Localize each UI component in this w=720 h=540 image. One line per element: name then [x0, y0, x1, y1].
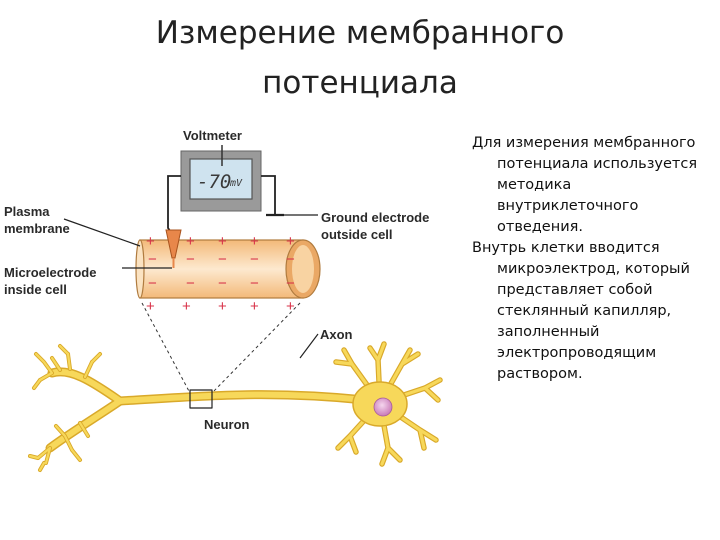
plasma-membrane-label-line-2: membrane	[4, 221, 70, 236]
minus-sign: −	[148, 275, 157, 292]
charges-outside-top: + + + + +	[146, 233, 295, 250]
axon-label: Axon	[320, 327, 353, 342]
charges-inside-bottom: − − − − −	[148, 275, 295, 292]
electrode-wire	[167, 175, 181, 233]
charges-outside-bottom: + + + + +	[146, 298, 295, 315]
paragraph-method: Для измерения мембранного потенциала исп…	[472, 135, 698, 235]
body-text: Для измерения мембранного потенциала исп…	[472, 133, 717, 385]
microelectrode	[165, 229, 182, 259]
zoom-line-right	[211, 302, 301, 394]
plus-sign: +	[218, 233, 227, 250]
voltmeter-readout: -70	[197, 171, 231, 193]
plasma-membrane-leader	[63, 218, 141, 247]
membrane-potential-diagram: -70 mV Voltmeter + + + + + − − − − − − −…	[4, 128, 443, 472]
neuron	[28, 341, 443, 472]
slide-title: Измерение мембранного потенциала	[0, 8, 720, 108]
minus-sign: −	[186, 251, 195, 268]
zoom-line-left	[141, 302, 191, 394]
plus-sign: +	[182, 298, 191, 315]
minus-sign: −	[218, 275, 227, 292]
slide-title-line-1: Измерение мембранного	[155, 15, 565, 51]
minus-sign: −	[250, 275, 259, 292]
minus-sign: −	[286, 275, 295, 292]
charges-inside-top: − − − − −	[148, 251, 295, 268]
neuron-nucleus	[373, 397, 393, 417]
minus-sign: −	[186, 275, 195, 292]
voltmeter-label: Voltmeter	[183, 128, 242, 143]
plus-sign: +	[218, 298, 227, 315]
axon-segment	[135, 239, 321, 299]
voltmeter-unit: mV	[229, 178, 243, 189]
plus-sign: +	[146, 298, 155, 315]
minus-sign: −	[250, 251, 259, 268]
minus-sign: −	[286, 251, 295, 268]
plus-sign: +	[250, 233, 259, 250]
minus-sign: −	[218, 251, 227, 268]
plus-sign: +	[186, 233, 195, 250]
plus-sign: +	[250, 298, 259, 315]
plus-sign: +	[286, 233, 295, 250]
axon-leader	[299, 333, 319, 359]
minus-sign: −	[148, 251, 157, 268]
voltmeter: -70 mV Voltmeter	[180, 128, 262, 212]
paragraph-microelectrode: Внутрь клетки вводится микроэлектрод, ко…	[472, 240, 690, 382]
microelectrode-label-line-1: Microelectrode	[4, 265, 96, 280]
plus-sign: +	[286, 298, 295, 315]
microelectrode-label-line-2: inside cell	[4, 282, 67, 297]
ground-wire	[261, 175, 276, 214]
plus-sign: +	[146, 233, 155, 250]
zoom-box	[189, 389, 213, 409]
ground-electrode-label-line-2: outside cell	[321, 227, 393, 242]
plasma-membrane-label-line-1: Plasma	[4, 204, 50, 219]
ground-electrode-label-line-1: Ground electrode	[321, 210, 429, 225]
neuron-label: Neuron	[204, 417, 250, 432]
slide-title-line-2: потенциала	[262, 65, 458, 101]
